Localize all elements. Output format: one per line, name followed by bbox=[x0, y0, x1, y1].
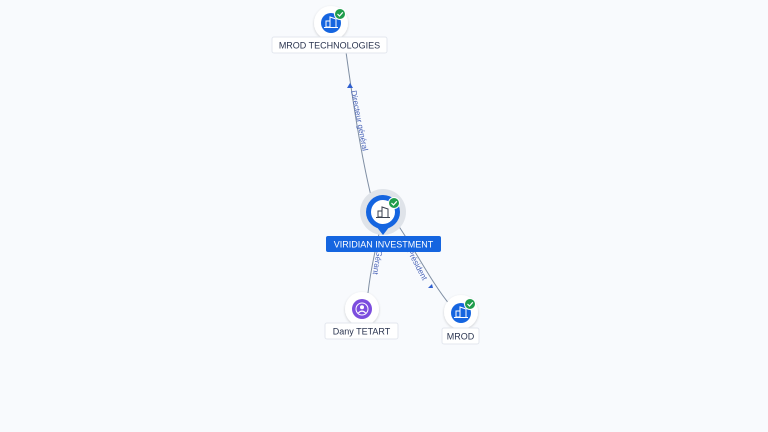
node-mrod[interactable]: MROD bbox=[441, 295, 480, 345]
node-label-box bbox=[324, 322, 399, 340]
check-icon bbox=[337, 11, 344, 17]
node-label-box bbox=[326, 236, 441, 252]
check-icon bbox=[467, 301, 474, 307]
verified-badge bbox=[388, 197, 400, 209]
edge-label-gerant: Gérant bbox=[371, 250, 384, 276]
edge-directeur-general[interactable]: Directeur général bbox=[345, 51, 372, 197]
node-mrod-technologies[interactable]: MROD TECHNOLOGIES bbox=[271, 6, 388, 54]
company-icon bbox=[376, 206, 390, 218]
company-icon bbox=[324, 16, 338, 28]
node-label-box bbox=[271, 36, 388, 54]
edge-arrow bbox=[428, 284, 433, 288]
node-viridian-investment[interactable]: VIRIDIAN INVESTMENT bbox=[326, 189, 441, 252]
edge-arrow bbox=[347, 83, 353, 88]
verified-badge bbox=[334, 8, 346, 20]
verified-badge bbox=[464, 298, 476, 310]
node-label-viridian-investment: VIRIDIAN INVESTMENT bbox=[334, 240, 434, 250]
node-label-dany-tetart: Dany TETART bbox=[333, 327, 391, 337]
edge-label-directeur-general: Directeur général bbox=[349, 90, 370, 152]
edge-label-president: Président bbox=[405, 248, 429, 283]
node-dany-tetart[interactable]: Dany TETART bbox=[324, 292, 399, 340]
node-label-box bbox=[441, 327, 480, 345]
pin-pointer bbox=[376, 226, 390, 235]
check-icon bbox=[391, 200, 398, 206]
node-label-mrod-technologies: MROD TECHNOLOGIES bbox=[279, 41, 380, 51]
company-icon bbox=[454, 306, 468, 318]
node-label-mrod: MROD bbox=[447, 332, 475, 342]
person-icon bbox=[355, 302, 369, 316]
